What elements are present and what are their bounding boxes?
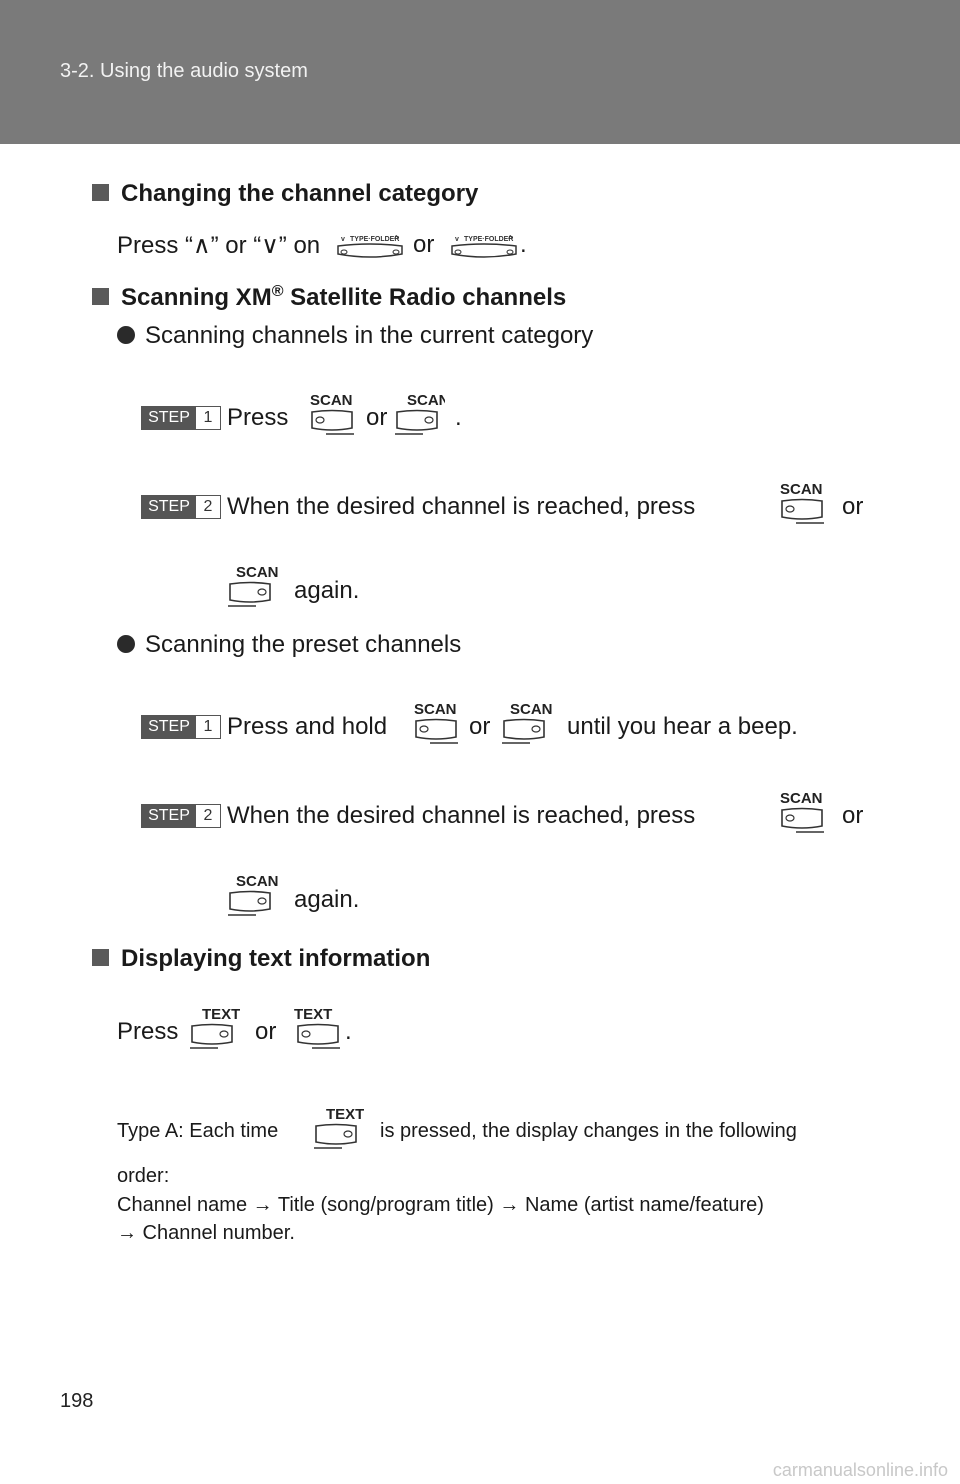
svg-text:SCAN: SCAN — [510, 701, 552, 718]
heading-displaying-text: Displaying text information — [92, 945, 430, 973]
tf-label-2: TYPE·FOLDER — [464, 236, 513, 243]
press-and-hold-text: Press and hold — [227, 713, 388, 740]
svg-text:TEXT: TEXT — [326, 1106, 364, 1123]
svg-text:SCAN: SCAN — [780, 790, 823, 807]
svg-text:SCAN: SCAN — [780, 481, 823, 498]
circle-bullet-icon — [117, 635, 135, 653]
sub-heading-preset-channels: Scanning the preset channels — [117, 631, 461, 659]
square-bullet-icon — [92, 949, 109, 966]
text-button-left-icon: TEXT — [292, 1004, 344, 1050]
svg-text:TEXT: TEXT — [294, 1006, 332, 1023]
type-a-text-cont: is pressed, the display changes in the f… — [380, 1120, 797, 1142]
svg-text:SCAN: SCAN — [236, 564, 278, 581]
scan-button-left-icon: SCAN — [306, 390, 358, 436]
text-button-right-icon: TEXT — [312, 1104, 364, 1150]
or-text: or — [842, 493, 864, 520]
svg-text:^: ^ — [394, 234, 399, 243]
section-title: 3-2. Using the audio system — [60, 60, 308, 82]
svg-text:SCAN: SCAN — [310, 392, 353, 409]
or-text: or — [255, 1018, 277, 1045]
svg-text:v: v — [341, 236, 345, 243]
or-text: or — [413, 231, 435, 258]
period-text: . — [520, 231, 527, 258]
step-2-text: When the desired channel is reached, pre… — [227, 493, 696, 520]
type-a-text: Type A: Each time — [117, 1120, 279, 1142]
watermark: carmanualsonline.info — [772, 1460, 948, 1480]
scan-button-left-icon: SCAN — [776, 788, 828, 834]
period-text: . — [345, 1018, 352, 1045]
heading-changing-category: Changing the channel category — [92, 180, 478, 208]
display-order-line-2: → Channel number. — [117, 1222, 295, 1244]
or-text: or — [366, 404, 388, 431]
square-bullet-icon — [92, 288, 109, 305]
display-order-line-1: Channel name → Title (song/program title… — [117, 1194, 764, 1216]
svg-text:v: v — [455, 236, 459, 243]
scan-button-right-icon: SCAN — [393, 390, 445, 436]
step-2-text: When the desired channel is reached, pre… — [227, 802, 696, 829]
scan-button-right-icon: SCAN — [226, 562, 278, 608]
svg-text:^: ^ — [508, 234, 513, 243]
press-text: Press — [227, 404, 289, 431]
text-button-right-icon: TEXT — [188, 1004, 240, 1050]
page-number: 198 — [60, 1390, 94, 1412]
svg-text:SCAN: SCAN — [407, 392, 445, 409]
again-text: again. — [294, 577, 360, 604]
or-text: or — [469, 713, 491, 740]
svg-text:TEXT: TEXT — [202, 1006, 240, 1023]
scan-button-left-icon: SCAN — [776, 479, 828, 525]
scan-button-right-icon: SCAN — [226, 871, 278, 917]
square-bullet-icon — [92, 184, 109, 201]
circle-bullet-icon — [117, 326, 135, 344]
again-text: again. — [294, 886, 360, 913]
page-header: 3-2. Using the audio system — [0, 0, 960, 144]
order-label: order: — [117, 1165, 170, 1187]
until-beep-text: until you hear a beep. — [567, 713, 798, 740]
svg-text:SCAN: SCAN — [236, 873, 278, 890]
type-folder-button-icon: v TYPE·FOLDER ^ — [336, 232, 404, 262]
category-instruction: Press “∧” or “∨” on — [117, 232, 321, 259]
heading-scanning-xm: Scanning XM® Satellite Radio channels — [92, 283, 566, 312]
sub-heading-current-category: Scanning channels in the current categor… — [117, 322, 593, 350]
tf-label-1: TYPE·FOLDER — [350, 236, 399, 243]
or-text: or — [842, 802, 864, 829]
scan-button-right-icon: SCAN — [500, 699, 552, 745]
period-text: . — [455, 404, 462, 431]
svg-text:SCAN: SCAN — [414, 701, 457, 718]
scan-button-left-icon: SCAN — [410, 699, 462, 745]
type-folder-button-icon: v TYPE·FOLDER ^ — [450, 232, 518, 262]
press-text: Press — [117, 1018, 179, 1045]
